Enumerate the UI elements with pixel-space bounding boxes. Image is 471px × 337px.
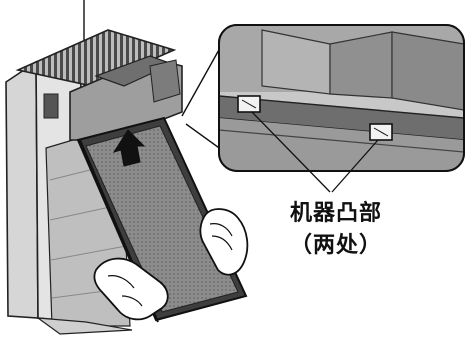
filter-panel: [76, 116, 248, 323]
label-leader-left: [251, 111, 331, 193]
protrusion-count-label: （两处）: [289, 233, 382, 258]
protrusion-right: [369, 123, 393, 141]
label-leader-right: [331, 139, 379, 193]
insert-direction-arrow: [112, 129, 146, 167]
callout-leader-upper: [181, 47, 221, 117]
protrusion-left: [237, 95, 261, 113]
detail-callout: [218, 24, 465, 172]
control-housing: [43, 55, 183, 141]
callout-leader-lower: [185, 123, 223, 151]
top-vent-grille: [15, 29, 177, 87]
protrusion-label: 机器凸部: [289, 201, 382, 226]
hand-upper: [199, 208, 249, 276]
hand-lower: [93, 257, 169, 321]
